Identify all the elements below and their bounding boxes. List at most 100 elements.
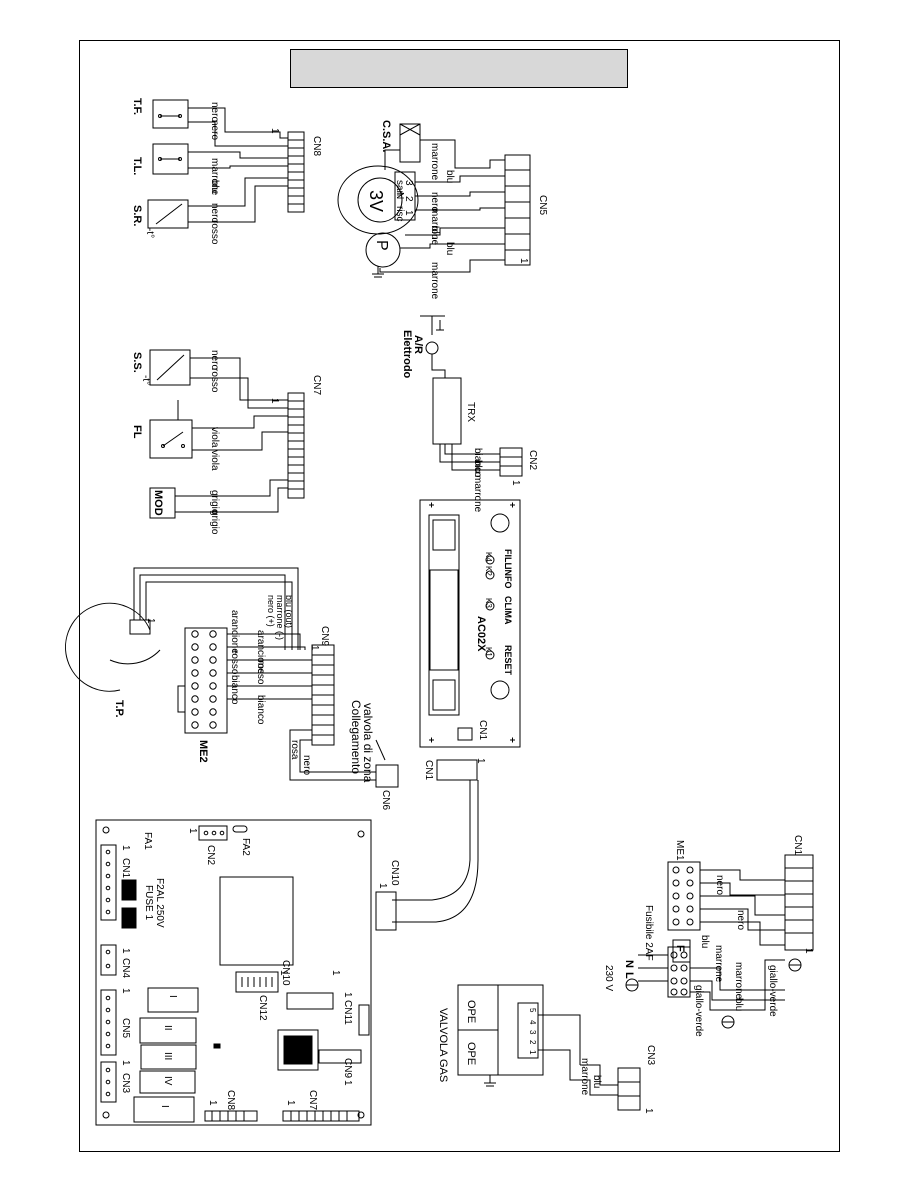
relay-3 [140,1044,197,1070]
one-label: 1 [475,758,486,764]
gas-valve-pin-label: 5 [528,1008,537,1013]
cn1-board-label: CN1 [120,858,131,878]
cn1-board-connector [100,844,117,921]
cn4-board-label: CN4 [120,958,131,978]
display-board [419,499,521,748]
cn3-board-connector [100,1061,117,1103]
one-label: 1 [377,883,388,889]
relay-4 [139,1070,196,1094]
wire-blu-label: blu [444,170,455,183]
pump-and-valve [337,123,531,278]
cable-cn1-label: CN1 [423,760,434,780]
lcd-bargraph [432,679,456,711]
gas-valve-terminal [517,1002,539,1059]
clima-label: CLIMA [503,596,513,625]
cn8-board-connector [204,1110,258,1122]
cn1-connector [784,854,814,951]
display-cn1-label: CN1 [477,720,488,740]
wire-rosso-label: rosso [209,220,220,245]
wire-rosa-label: rosa [289,740,300,760]
pin-3-label: 3 [403,180,414,186]
lcd-window [428,514,460,716]
fl-label: FL [131,425,143,439]
gas-valve-label: VALVOLA GAS [437,1008,449,1082]
f-label: F [674,945,686,952]
transformer [219,876,294,966]
risc-label: risc [394,206,405,222]
one-label: 1 [269,128,280,134]
gas-valve-pin-label: 2 [528,1040,537,1045]
sr-label: S.R. [131,205,143,226]
ignition [420,315,523,477]
info-label: INFO [503,567,513,589]
tl-thermostat [152,143,189,175]
cn2-board-label: CN2 [205,845,216,865]
cn1-label: CN1 [792,835,803,855]
ss-sensor [149,349,191,386]
trx-transformer [432,377,462,445]
ope-label: OPE [465,1042,477,1065]
key-k3-button[interactable] [485,601,495,611]
wire-viola-label: viola [209,427,220,448]
three-v-label: 3V [366,190,386,212]
wire-grigio-label: grigio [209,490,220,515]
knob-right-icon[interactable] [490,513,510,533]
zone-valve-label: valvola di zona [361,703,375,783]
me2-terminal-block [184,627,228,734]
cn11-board-label: CN11 [342,1000,353,1025]
cn5-connector [504,154,531,266]
fl-flowmeter [149,419,193,459]
cn7-connector [287,392,305,499]
one-label: 1 [207,1100,218,1106]
display-model-label: AC02X [475,616,487,652]
voltage-label: 230 V [603,965,614,991]
wire-nero-label: nero [429,192,440,212]
one-label: 1 [187,828,198,834]
one-label: 1 [510,480,521,486]
cn10-label: CN10 [389,860,400,886]
cn5-board-connector [100,989,117,1056]
wire-giallo-verde-label: giallo-verde [767,965,778,1017]
cn7-board-label: CN7 [307,1090,318,1110]
gas-valve-pin-label: 3 [528,1030,537,1035]
three-way-valve-motor [357,177,403,223]
wire-bianco-label: bianco [472,448,483,478]
csa-flow-switch [399,123,421,163]
wire-marrone-label: marrone [429,262,440,300]
fa1-label: FA1 [142,832,153,850]
key-k4-button[interactable] [485,555,495,565]
control-board-outline [95,819,372,1126]
wire-arancione-label: arancione [255,630,266,674]
wire-giallo-verde-label: giallo-verde [693,985,704,1037]
microcontroller [277,1029,319,1071]
earth-icon [484,1075,496,1087]
wire-nero-label: nero [209,350,220,370]
fa2-label: FA2 [240,838,251,856]
key-k1-button[interactable] [485,650,495,660]
one-label: 1 [120,948,131,954]
l-label: L [623,972,635,979]
wire-blu-label: blu [699,935,710,948]
relay-label: I [159,1105,170,1108]
n-label: N [394,192,405,199]
cn3-connector [617,1067,641,1111]
mod-modulator [149,487,176,519]
one-label: 1 [518,258,529,264]
cn5-label: CN5 [537,195,548,215]
relay-2 [139,1017,197,1044]
wire-bianco-label: bianco [229,675,240,705]
electrode-ar-label: A/R [412,335,424,354]
one-label: 1 [330,970,341,976]
pump-motor [365,232,401,268]
fuse-holder [672,939,691,963]
key-k2-button[interactable] [485,570,495,580]
cn12-board-label: CN12 [257,995,268,1021]
cn9-board-connector [318,1049,362,1064]
fuse-element [121,907,137,929]
mounting-hole [102,1111,110,1119]
cn10-board-label: CN10 [280,960,291,986]
knob-left-icon[interactable] [490,680,510,700]
mounting-hole [357,1111,365,1119]
wire-rosso-label: rosso [229,650,240,675]
